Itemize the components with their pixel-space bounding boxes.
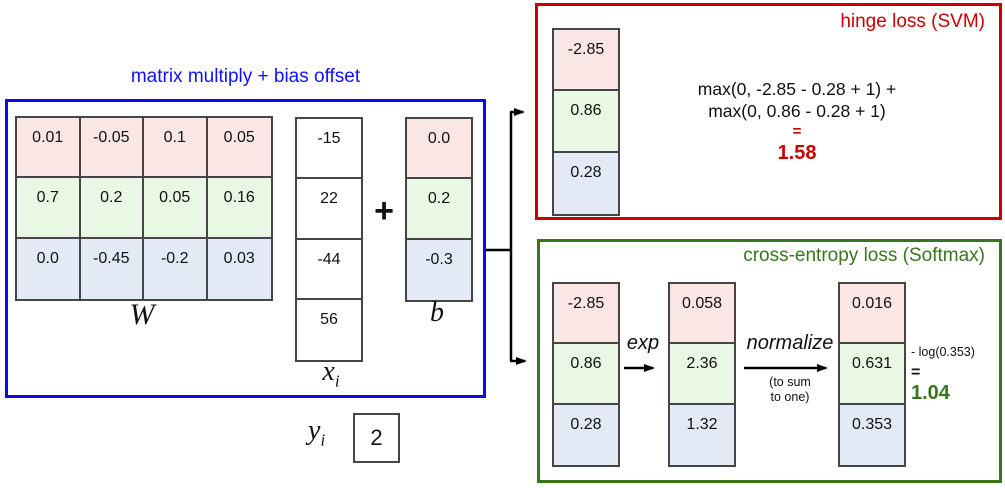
- w-matrix-label: W: [129, 298, 155, 331]
- hinge-score-vector: -2.85 0.86 0.28: [552, 28, 620, 216]
- softmax-loss-panel: cross-entropy loss (Softmax) -2.85 0.86 …: [537, 239, 1002, 483]
- score-cell: 0.86: [554, 344, 618, 405]
- matrix-multiply-panel: 0.01 -0.05 0.1 0.05 0.7 0.2 0.05 0.16 0.…: [5, 99, 486, 398]
- w-cell: 0.1: [144, 118, 208, 179]
- exp-operation-label: exp: [626, 332, 660, 354]
- bias-vector: 0.0 0.2 -0.3: [405, 117, 473, 302]
- w-cell: -0.45: [80, 238, 144, 300]
- w-cell: 0.2: [80, 178, 144, 239]
- hinge-formula-line1: max(0, -2.85 - 0.28 + 1) +: [697, 79, 897, 99]
- weight-matrix: 0.01 -0.05 0.1 0.05 0.7 0.2 0.05 0.16 0.…: [15, 116, 273, 302]
- hinge-equals: =: [792, 123, 802, 140]
- softmax-equals: =: [911, 364, 921, 381]
- score-cell: -2.85: [554, 30, 618, 92]
- bias-label: b: [430, 297, 444, 328]
- w-cell: -0.2: [144, 238, 208, 300]
- plus-operator: +: [374, 192, 394, 230]
- exp-cell: 2.36: [670, 344, 734, 405]
- softmax-loss-computation: - log(0.353) = 1.04: [911, 345, 975, 405]
- x-cell: 22: [297, 179, 361, 240]
- y-value: 2: [370, 425, 383, 450]
- matrix-multiply-title: matrix multiply + bias offset: [130, 66, 361, 87]
- hinge-formula: max(0, -2.85 - 0.28 + 1) + max(0, 0.86 -…: [637, 78, 957, 166]
- prob-cell: 0.631: [840, 344, 904, 405]
- score-cell: 0.86: [554, 91, 618, 153]
- x-vector-label: xi: [322, 356, 340, 391]
- exp-vector: 0.058 2.36 1.32: [668, 282, 736, 467]
- hinge-formula-line2: max(0, 0.86 - 0.28 + 1): [708, 101, 886, 121]
- hinge-loss-value: 1.58: [777, 142, 817, 164]
- softmax-score-vector: -2.85 0.86 0.28: [552, 282, 620, 467]
- w-cell: 0.0: [17, 238, 81, 300]
- x-cell: 56: [297, 299, 361, 361]
- normalize-operation-label: normalize: [746, 332, 834, 354]
- b-cell: 0.0: [407, 119, 471, 180]
- x-cell: -44: [297, 239, 361, 300]
- w-cell: 0.7: [17, 178, 81, 239]
- hinge-loss-title: hinge loss (SVM): [840, 11, 985, 32]
- w-cell: -0.05: [80, 118, 144, 179]
- x-cell: -15: [297, 119, 361, 180]
- w-cell: 0.16: [207, 178, 271, 239]
- softmax-loss-value: 1.04: [911, 382, 950, 404]
- w-cell: 0.01: [17, 118, 81, 179]
- w-cell: 0.05: [207, 118, 271, 179]
- w-cell: 0.05: [144, 178, 208, 239]
- b-cell: 0.2: [407, 179, 471, 240]
- exp-cell: 0.058: [670, 284, 734, 345]
- softmax-loss-expression: - log(0.353): [911, 345, 975, 359]
- prob-cell: 0.353: [840, 404, 904, 465]
- y-label: yi: [308, 415, 326, 450]
- probability-vector: 0.016 0.631 0.353: [838, 282, 906, 467]
- exp-cell: 1.32: [670, 404, 734, 465]
- y-value-box: 2: [353, 413, 400, 463]
- b-cell: -0.3: [407, 239, 471, 300]
- softmax-loss-title: cross-entropy loss (Softmax): [743, 245, 985, 266]
- w-cell: 0.03: [207, 238, 271, 300]
- score-cell: 0.28: [554, 404, 618, 465]
- normalize-note: (to sum to one): [769, 375, 811, 404]
- score-cell: -2.85: [554, 284, 618, 345]
- hinge-loss-panel: hinge loss (SVM) -2.85 0.86 0.28 max(0, …: [535, 3, 1002, 220]
- score-cell: 0.28: [554, 152, 618, 214]
- prob-cell: 0.016: [840, 284, 904, 345]
- input-vector: -15 22 -44 56: [295, 117, 363, 363]
